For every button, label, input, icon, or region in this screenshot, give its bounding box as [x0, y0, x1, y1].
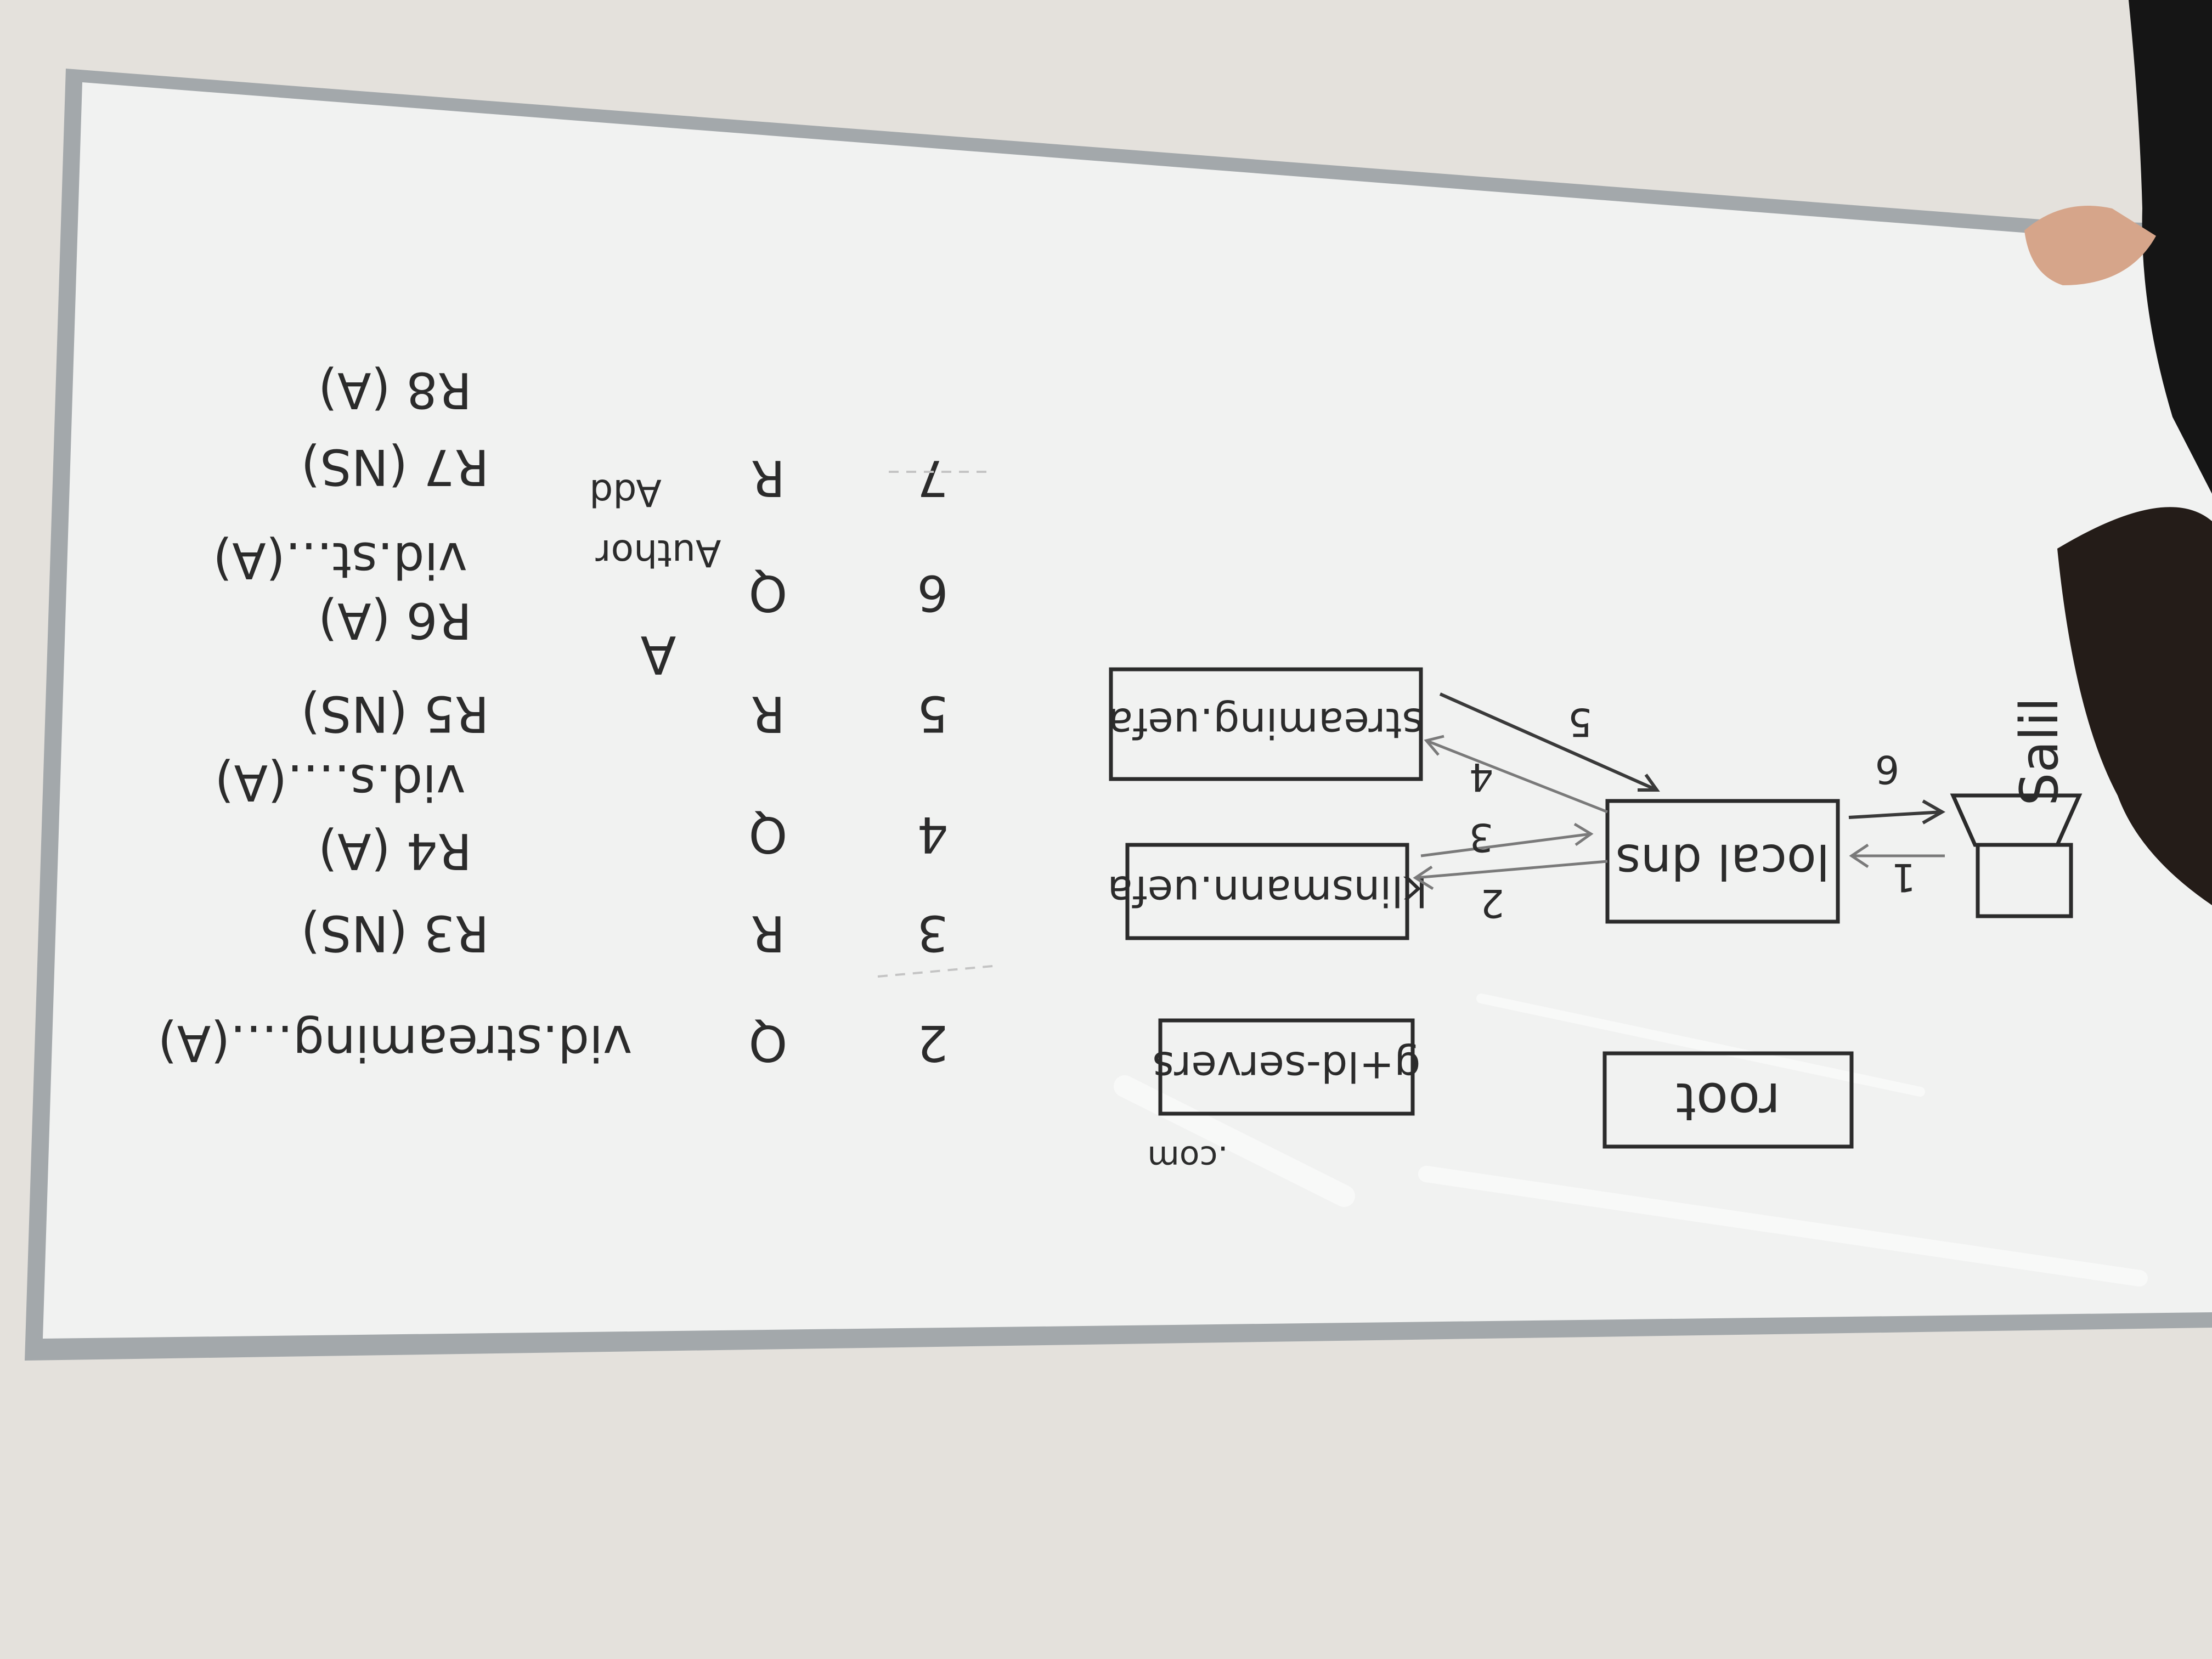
gtld-servers-label: g+ld-servers: [1153, 1042, 1421, 1091]
column-a-label: A: [641, 624, 676, 684]
row-type: R: [751, 904, 786, 962]
client-label: Salil: [2010, 697, 2070, 806]
row-detail: R6 (A): [318, 591, 472, 649]
table-row: 4 Q R4 (A): [318, 805, 949, 879]
arrow-label-4: 4: [1469, 754, 1494, 799]
table-row: 5 R R5 (NS): [301, 685, 948, 742]
row-step: 3: [917, 904, 948, 962]
table-row: 6 Q R6 (A): [318, 564, 949, 649]
klinsmann-box: klinsmann.uefa: [1107, 843, 1427, 940]
row-type: R: [751, 449, 786, 506]
table-row: 7 R R7 (NS): [301, 438, 948, 506]
streaming-label: streaming.uefa: [1108, 699, 1424, 748]
row-detail: vid.streaming....(A): [158, 1014, 633, 1071]
arrow-label-1: 1: [1892, 855, 1916, 900]
table-row: 3 R R3 (NS): [301, 904, 948, 962]
domain-fragment: .com: [1147, 1138, 1228, 1177]
trace-table: 2 Q vid.streaming....(A) 3 R R3 (NS) 4 Q…: [158, 361, 949, 1071]
row-type: Q: [749, 805, 788, 863]
add-label: Add: [589, 471, 662, 514]
arrow-labels: 1 2 3 4 5 6: [1469, 699, 1916, 926]
arrow-label-6: 6: [1875, 747, 1900, 792]
flow-arrows: [1413, 692, 1946, 890]
table-row: vid.s....(A): [215, 753, 465, 811]
klinsmann-label: klinsmann.uefa: [1107, 867, 1427, 916]
arrow-label-5: 5: [1568, 699, 1593, 744]
separator-lines: [877, 471, 999, 978]
row-detail: R4 (A): [318, 822, 472, 879]
whiteboard-surface: [43, 82, 2212, 1339]
table-row: vid.st...(A): [213, 531, 467, 589]
person: [2024, 0, 2212, 905]
row-type: Q: [749, 1014, 788, 1071]
table-row: 2 Q vid.streaming....(A): [158, 1014, 949, 1071]
row-step: 7: [917, 449, 948, 506]
row-detail: vid.s....(A): [215, 753, 465, 811]
row-step: 2: [917, 1014, 948, 1071]
root-label: root: [1676, 1071, 1780, 1131]
row-step: 5: [917, 685, 948, 742]
author-label: Author: [595, 531, 721, 574]
row-detail: R7 (NS): [301, 438, 489, 495]
row-type: R: [751, 685, 786, 742]
row-step: 6: [917, 564, 948, 622]
row-detail: R8 (A): [318, 361, 472, 419]
local-dns-box: local dns: [1605, 799, 1840, 924]
table-row: R8 (A): [318, 361, 472, 419]
root-box: root: [1602, 1051, 1854, 1149]
streaming-box: streaming.uefa: [1108, 667, 1424, 781]
gtld-servers-box: g+ld-servers: [1153, 1018, 1421, 1116]
row-detail: R5 (NS): [301, 685, 489, 742]
row-detail: vid.st...(A): [213, 531, 467, 589]
row-detail: R3 (NS): [301, 904, 489, 962]
arrow-label-2: 2: [1480, 881, 1505, 926]
computer-icon: [1950, 793, 2083, 918]
row-type: Q: [749, 564, 788, 622]
arrow-label-3: 3: [1469, 815, 1494, 860]
row-step: 4: [917, 805, 948, 863]
local-dns-label: local dns: [1616, 833, 1830, 890]
